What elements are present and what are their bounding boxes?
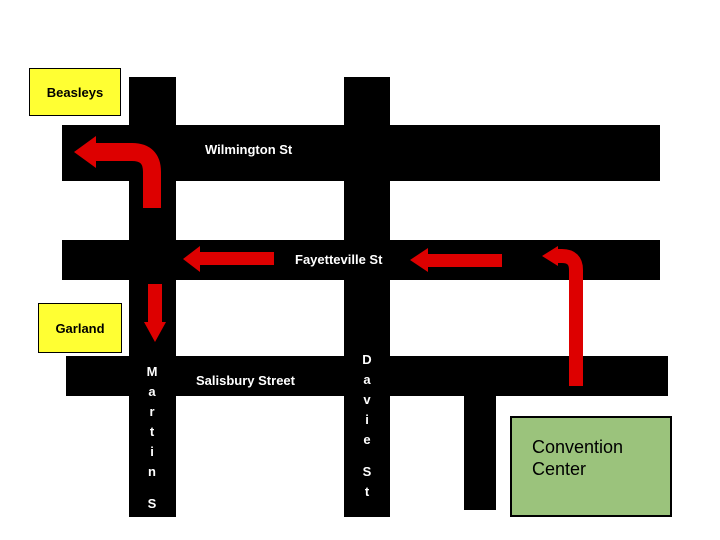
arrow-down-icon bbox=[148, 284, 162, 324]
side-street-stub bbox=[464, 396, 496, 510]
martin-letter: n bbox=[148, 464, 156, 479]
martin-street-label: M a r t i n S t bbox=[145, 362, 159, 534]
curved-arrow-up-left-icon bbox=[556, 249, 583, 386]
arrowhead-left-icon bbox=[183, 246, 200, 272]
curved-arrow-up-left-icon bbox=[94, 143, 161, 208]
arrowhead-left-icon bbox=[74, 136, 96, 168]
arrowhead-left-icon bbox=[410, 248, 428, 272]
davie-letter: D bbox=[362, 352, 372, 367]
arrowhead-down-icon bbox=[144, 322, 166, 342]
martin-letter: r bbox=[149, 404, 155, 419]
martin-letter: M bbox=[146, 364, 158, 379]
convention-center-marker: Convention Center bbox=[510, 416, 672, 517]
davie-letter: t bbox=[364, 484, 370, 499]
davie-letter: i bbox=[365, 412, 369, 427]
arrow-left-icon bbox=[198, 252, 274, 265]
convention-center-label-line2: Center bbox=[532, 459, 587, 479]
martin-letter: S bbox=[147, 496, 157, 511]
garland-marker: Garland bbox=[38, 303, 122, 353]
wilmington-street-label: Wilmington St bbox=[205, 142, 293, 157]
davie-street-label: D a v i e S t bbox=[360, 350, 374, 502]
fayetteville-street-label: Fayetteville St bbox=[295, 252, 383, 267]
arrowhead-left-icon bbox=[542, 246, 558, 266]
davie-letter: S bbox=[362, 464, 372, 479]
martin-letter: a bbox=[148, 384, 156, 399]
davie-letter: a bbox=[363, 372, 371, 387]
martin-letter: i bbox=[150, 444, 154, 459]
martin-letter: t bbox=[149, 516, 155, 531]
davie-letter: e bbox=[363, 432, 371, 447]
davie-letter: v bbox=[363, 392, 371, 407]
martin-letter: t bbox=[149, 424, 155, 439]
davie-street-road bbox=[344, 77, 390, 517]
beasleys-marker: Beasleys bbox=[29, 68, 121, 116]
convention-center-label-line1: Convention bbox=[532, 437, 624, 457]
arrow-left-icon bbox=[426, 254, 502, 267]
salisbury-street-label: Salisbury Street bbox=[196, 373, 295, 388]
